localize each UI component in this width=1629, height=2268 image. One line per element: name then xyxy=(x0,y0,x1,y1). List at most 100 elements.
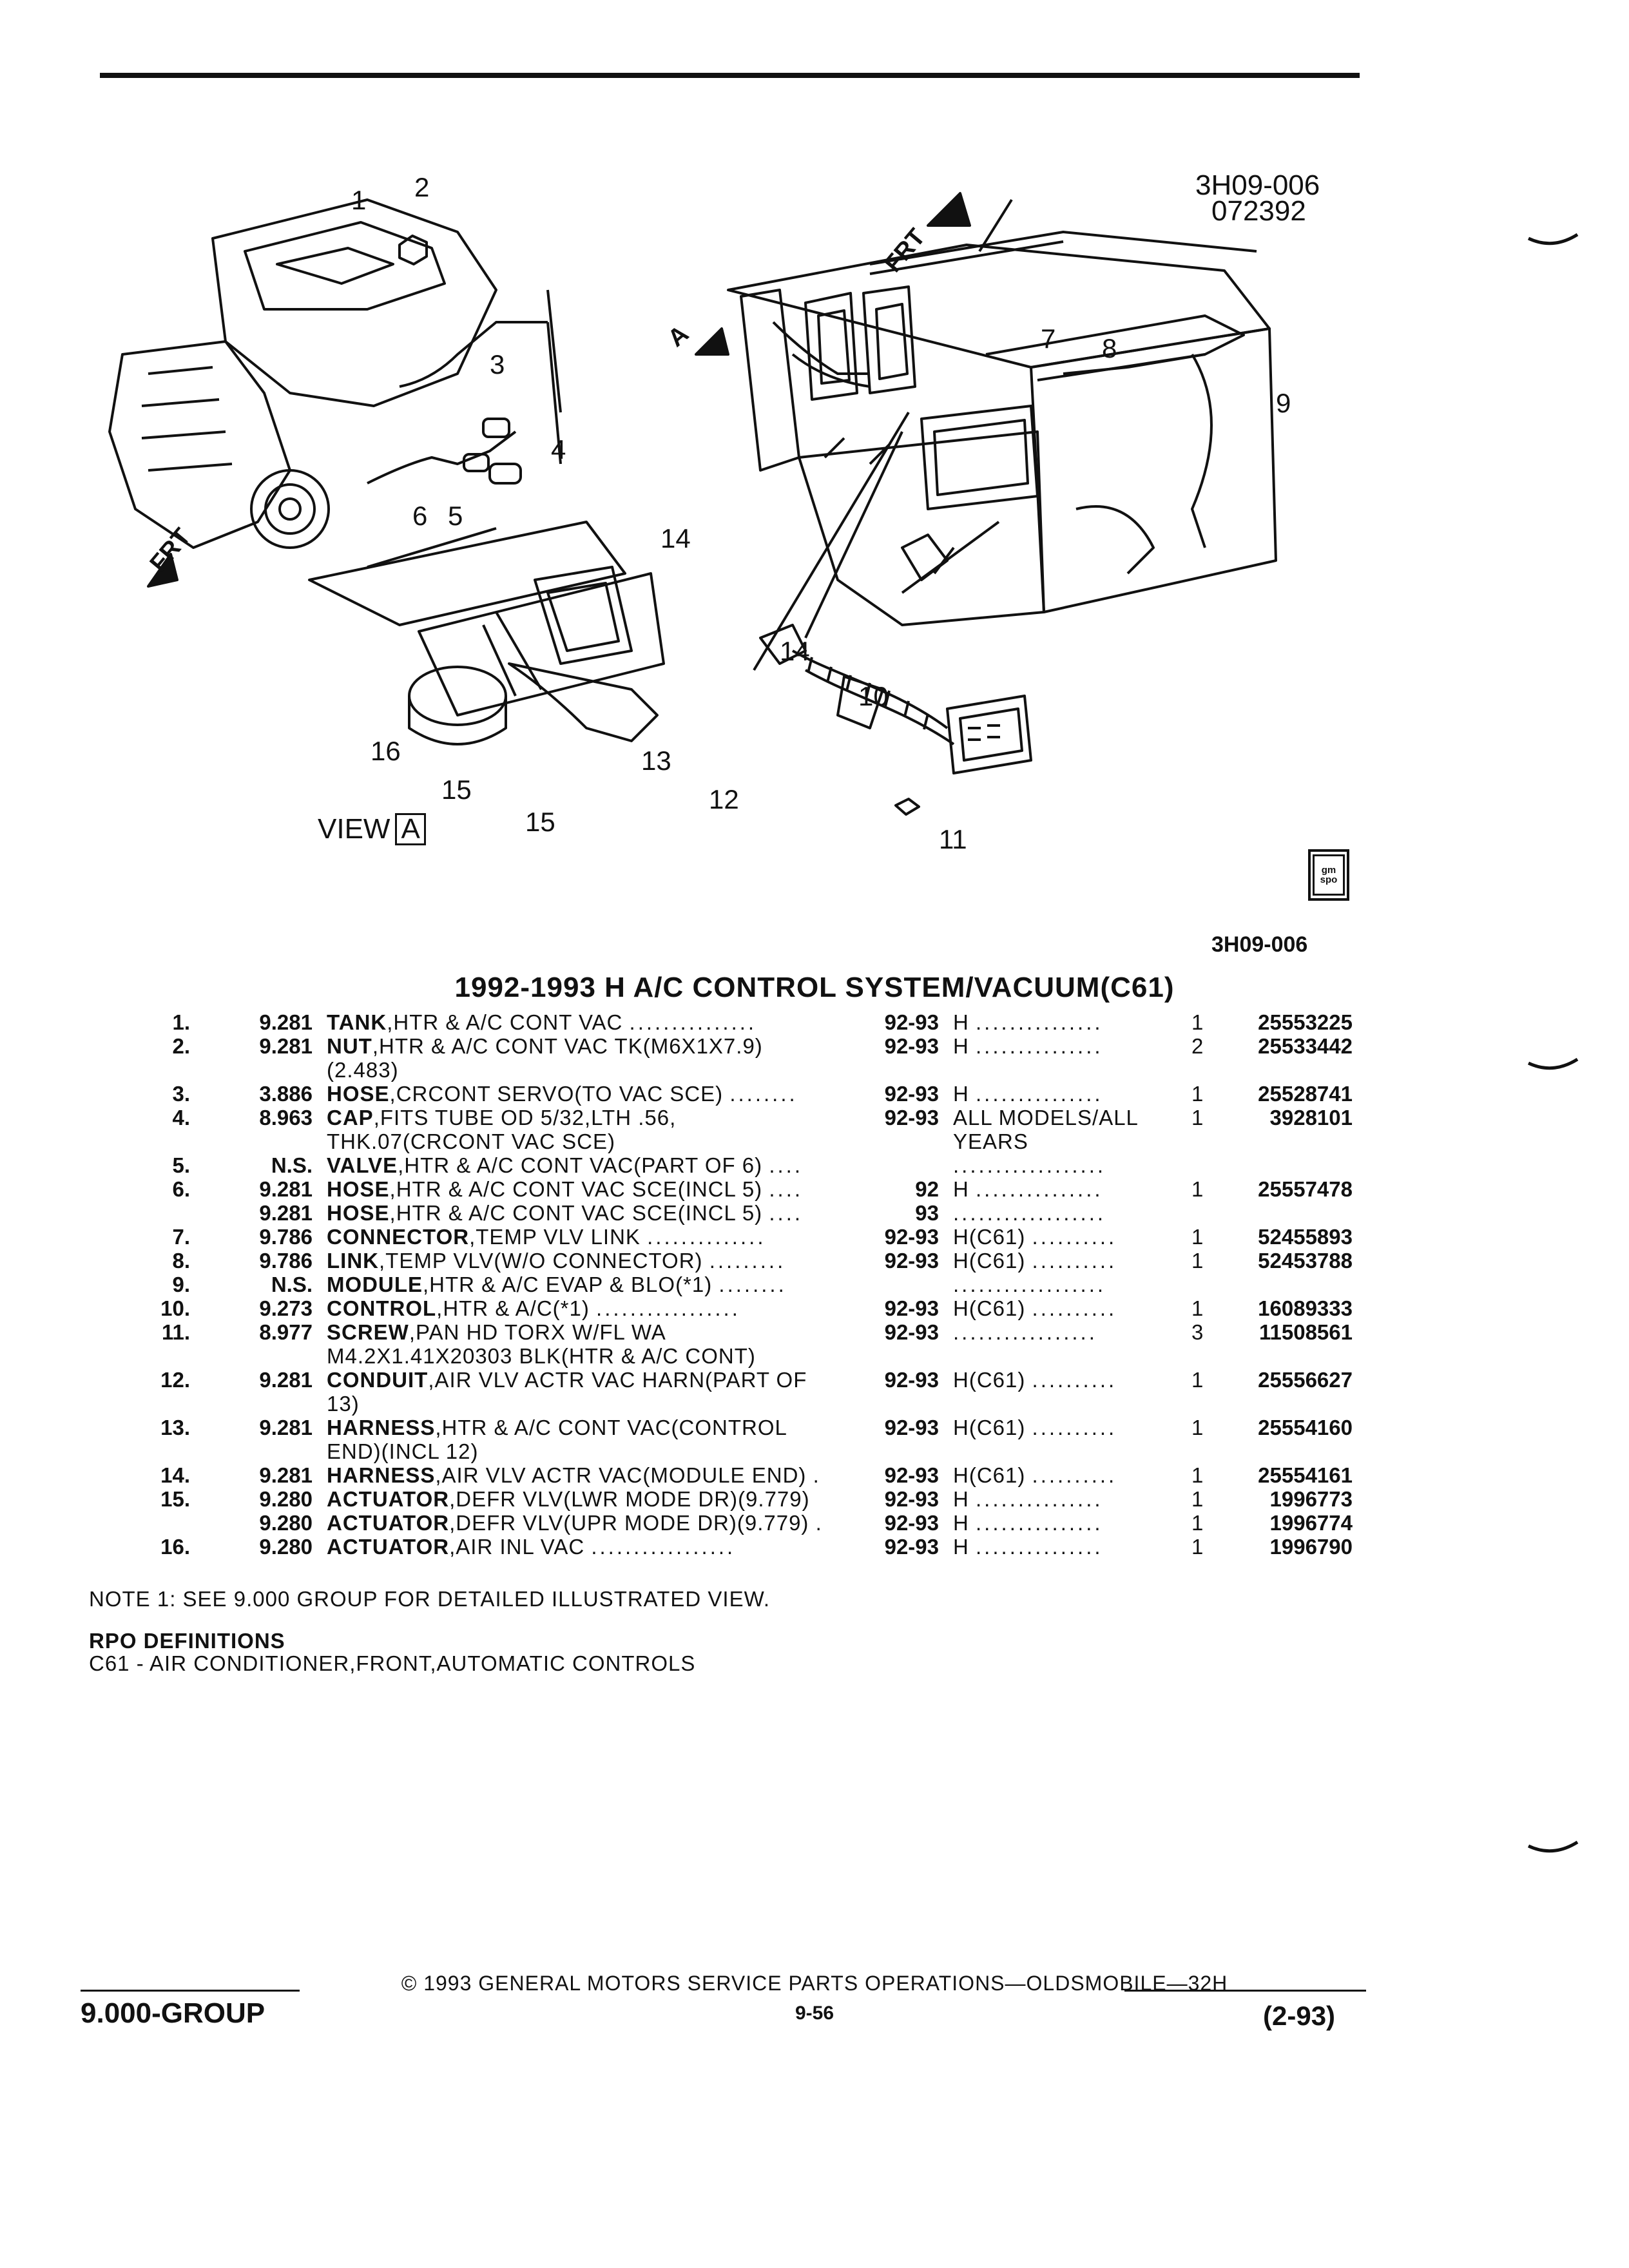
view-letter-box: A xyxy=(395,813,426,845)
part-name: CONTROL xyxy=(327,1296,437,1320)
part-number-index: 13. xyxy=(160,1416,190,1439)
figure-code-below: 3H09-006 xyxy=(1211,932,1308,957)
part-desc-text: 13) xyxy=(327,1392,360,1416)
part-description: CONDUIT,AIR VLV ACTR VAC HARN(PART OF xyxy=(327,1368,862,1392)
figure-date-code: 072392 xyxy=(1211,195,1306,227)
part-model: H ............... xyxy=(953,1010,1185,1034)
part-desc-text: ,TEMP VLV LINK xyxy=(469,1225,641,1249)
part-number: 1996790 xyxy=(1269,1535,1353,1559)
part-group-code: 8.977 xyxy=(259,1320,313,1344)
part-number-index: 5. xyxy=(172,1153,190,1177)
part-name: CAP xyxy=(327,1106,374,1129)
part-number: 3928101 xyxy=(1269,1106,1353,1129)
part-quantity: 1 xyxy=(1191,1010,1204,1034)
part-number xyxy=(1230,1273,1353,1296)
part-description: LINK,TEMP VLV(W/O CONNECTOR) ......... xyxy=(327,1249,862,1273)
footer-rule xyxy=(1124,1990,1366,1992)
part-model-text: H(C61) xyxy=(953,1368,1026,1392)
part-desc-text: ,HTR & A/C EVAP & BLO(*1) xyxy=(423,1273,713,1296)
part-name: TANK xyxy=(327,1010,387,1034)
part-model-text: H xyxy=(953,1010,969,1034)
part-number: 25554161 xyxy=(1258,1463,1353,1487)
leader-dots: .......... xyxy=(1032,1463,1117,1487)
part-name: MODULE xyxy=(327,1273,423,1296)
part-description: MODULE,HTR & A/C EVAP & BLO(*1) ........ xyxy=(327,1273,862,1296)
part-number: 52453788 xyxy=(1258,1249,1353,1273)
part-model: H ............... xyxy=(953,1082,1185,1106)
part-group-code: 9.281 xyxy=(259,1368,313,1392)
part-years: 92-93 xyxy=(884,1010,939,1034)
part-description: HOSE,HTR & A/C CONT VAC SCE(INCL 5) .... xyxy=(327,1201,862,1225)
part-model-text: H(C61) xyxy=(953,1416,1026,1439)
part-years: 92-93 xyxy=(884,1368,939,1392)
callout-4: 4 xyxy=(551,434,566,465)
part-name: HARNESS xyxy=(327,1463,436,1487)
part-number-index: 11. xyxy=(161,1320,190,1344)
part-desc-text: END)(INCL 12) xyxy=(327,1439,479,1463)
leader-dots: ............... xyxy=(976,1082,1103,1106)
part-desc-text: ,AIR VLV ACTR VAC(MODULE END) xyxy=(435,1463,807,1487)
leader-dots: ........ xyxy=(718,1273,787,1296)
table-row: 5.N.S.VALVE,HTR & A/C CONT VAC(PART OF 6… xyxy=(132,1153,1353,1177)
callout-14: 14 xyxy=(660,523,691,553)
callout-10: 10 xyxy=(858,681,889,711)
leader-dots: .................. xyxy=(953,1273,1106,1296)
front-arrow-label: FRT xyxy=(880,224,931,278)
part-description: HARNESS,HTR & A/C CONT VAC(CONTROL xyxy=(327,1416,862,1439)
footer-rule xyxy=(81,1990,300,1992)
part-desc-text: (2.483) xyxy=(327,1058,399,1082)
footer-page-number: 9-56 xyxy=(795,2003,834,2024)
part-years: 92-93 xyxy=(884,1082,939,1106)
part-number xyxy=(1230,1344,1353,1368)
part-group-code: 9.280 xyxy=(259,1535,313,1559)
part-name: ACTUATOR xyxy=(327,1487,450,1511)
table-row: M4.2X1.41X20303 BLK(HTR & A/C CONT) xyxy=(132,1344,1353,1368)
part-group-code: 9.281 xyxy=(259,1034,313,1058)
leader-dots: .................. xyxy=(953,1153,1106,1177)
part-years: 92-93 xyxy=(884,1225,939,1249)
part-description: HARNESS,AIR VLV ACTR VAC(MODULE END) . xyxy=(327,1463,862,1487)
leader-dots: .... xyxy=(769,1153,804,1177)
part-quantity xyxy=(1185,1129,1230,1153)
part-group-code xyxy=(190,1344,327,1368)
part-desc-text: ,AIR VLV ACTR VAC HARN(PART OF xyxy=(428,1368,807,1392)
part-number-index: 10. xyxy=(160,1296,190,1320)
part-model: YEARS xyxy=(953,1129,1185,1153)
callout-5: 5 xyxy=(448,501,463,531)
leader-dots: ................. xyxy=(596,1296,740,1320)
note-text: NOTE 1: SEE 9.000 GROUP FOR DETAILED ILL… xyxy=(89,1587,771,1611)
view-label-text: VIEW xyxy=(318,813,390,845)
part-number xyxy=(1230,1201,1353,1225)
part-quantity: 1 xyxy=(1191,1368,1204,1392)
part-years xyxy=(862,1273,953,1296)
part-number-index: 16. xyxy=(160,1535,190,1559)
part-name: HOSE xyxy=(327,1082,390,1106)
part-desc-text: ,HTR & A/C CONT VAC(PART OF 6) xyxy=(398,1153,763,1177)
part-description: NUT,HTR & A/C CONT VAC TK(M6X1X7.9) xyxy=(327,1034,862,1058)
part-model-text: H xyxy=(953,1082,969,1106)
part-number-index xyxy=(132,1129,190,1153)
part-years: 92-93 xyxy=(884,1416,939,1439)
part-model-text: ALL MODELS/ALL xyxy=(953,1106,1139,1129)
front-arrow-label: FRT xyxy=(145,523,197,577)
part-desc-text: ,HTR & A/C CONT VAC TK(M6X1X7.9) xyxy=(372,1034,763,1058)
part-group-code: 9.280 xyxy=(259,1511,313,1535)
part-years xyxy=(862,1439,953,1463)
leader-dots: ............... xyxy=(976,1010,1103,1034)
part-number-index: 1. xyxy=(172,1010,190,1034)
part-quantity xyxy=(1185,1201,1230,1225)
part-number: 25533442 xyxy=(1258,1034,1353,1058)
part-name: CONNECTOR xyxy=(327,1225,470,1249)
part-number-index: 15. xyxy=(160,1487,190,1511)
leader-dots: ......... xyxy=(709,1249,786,1273)
gm-spo-logo: gm spo xyxy=(1308,849,1349,901)
part-number: 25556627 xyxy=(1258,1368,1353,1392)
part-number xyxy=(1230,1392,1353,1416)
part-years xyxy=(862,1129,953,1153)
part-model: H(C61) .......... xyxy=(953,1296,1185,1320)
